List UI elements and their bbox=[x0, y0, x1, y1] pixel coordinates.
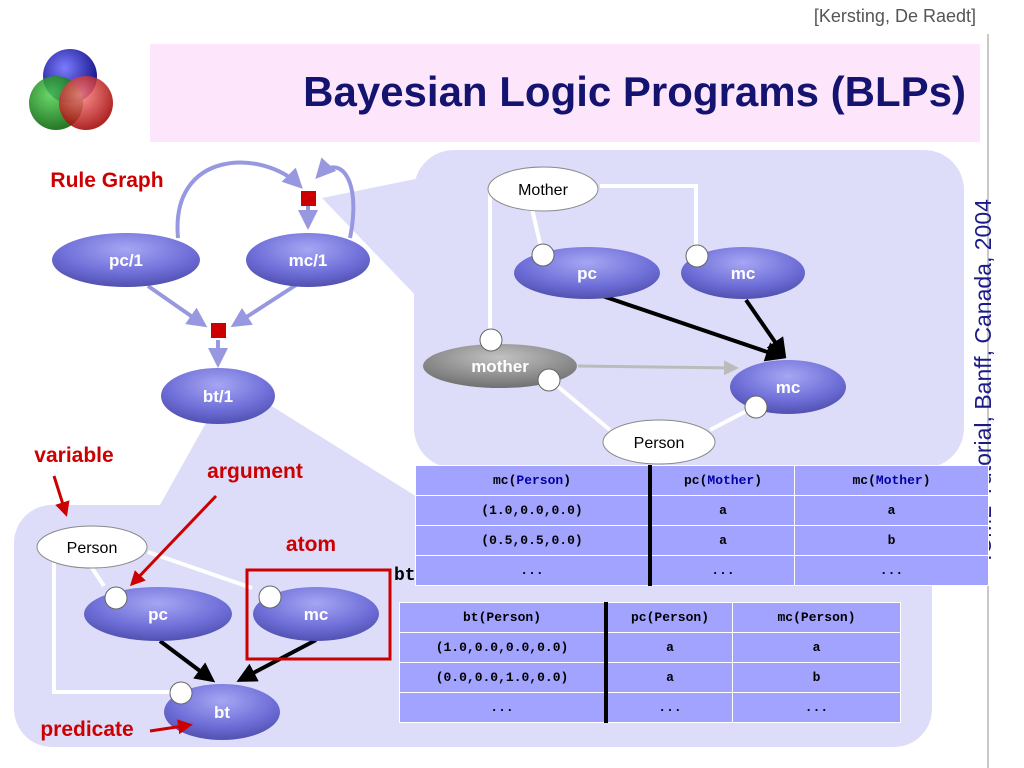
table-header: bt(Person) bbox=[399, 602, 608, 633]
divider-line bbox=[987, 34, 989, 768]
bt-rule-node-pc-label: pc bbox=[148, 605, 168, 624]
table-row: ... ... ... bbox=[415, 555, 989, 586]
logvar-mother-label: Mother bbox=[518, 182, 568, 199]
table-cell: ... bbox=[399, 692, 608, 723]
table-header: pc(Mother) bbox=[649, 465, 795, 496]
logvar-person-label: Person bbox=[634, 435, 685, 452]
table-cell: b bbox=[794, 525, 989, 556]
edge-mc-to-mc-factor bbox=[315, 157, 356, 239]
table-cell: a bbox=[605, 632, 733, 663]
slide-title: Bayesian Logic Programs (BLPs) bbox=[303, 68, 966, 115]
table-cell: (1.0,0.0,0.0) bbox=[415, 495, 652, 526]
annotation-argument: argument bbox=[207, 460, 303, 483]
table-cell: (0.5,0.5,0.0) bbox=[415, 525, 652, 556]
table-cell: a bbox=[794, 495, 989, 526]
table-header-row: mc(Person) pc(Mother) mc(Mother) bbox=[415, 465, 989, 496]
bt-rule-node-bt-label: bt bbox=[214, 703, 230, 722]
table-cell: ... bbox=[605, 692, 733, 723]
mc-rule-node-mc-label: mc bbox=[731, 264, 756, 283]
bt-rule-node-mc-label: mc bbox=[304, 605, 329, 624]
table-cell: ... bbox=[415, 555, 652, 586]
table-cell: a bbox=[649, 525, 795, 556]
table-header: mc(Mother) bbox=[794, 465, 989, 496]
table-row: (0.0,0.0,1.0,0.0) a b bbox=[399, 662, 901, 693]
table-header: mc(Person) bbox=[732, 602, 901, 633]
mc-rule-factor-node bbox=[301, 191, 316, 206]
mc-rule-node-mc-head-label: mc bbox=[776, 378, 801, 397]
table-row: (1.0,0.0,0.0,0.0) a a bbox=[399, 632, 901, 663]
mc-rule-node-pc-label: pc bbox=[577, 264, 597, 283]
table-cell: a bbox=[732, 632, 901, 663]
table-cell: ... bbox=[794, 555, 989, 586]
edge-mc-to-bt-factor bbox=[230, 283, 298, 328]
logvar-mother-node bbox=[487, 166, 599, 212]
bt-rule-node-bt bbox=[164, 684, 280, 740]
table-cell: a bbox=[605, 662, 733, 693]
table-cell: ... bbox=[649, 555, 795, 586]
mc-rule-node-mc bbox=[681, 247, 805, 299]
argument-ports bbox=[479, 243, 768, 419]
mc-cpd-table: mc(Person) pc(Mother) mc(Mother) (1.0,0.… bbox=[415, 465, 989, 586]
table-row: ... ... ... bbox=[399, 692, 901, 723]
predicate-arrow bbox=[149, 719, 193, 735]
rule-node-pc bbox=[52, 233, 200, 287]
table-cell: (1.0,0.0,0.0,0.0) bbox=[399, 632, 608, 663]
edge-pc-to-mc-factor bbox=[175, 160, 303, 239]
table-cell: ... bbox=[732, 692, 901, 723]
mc-rule-node-mother-label: mother bbox=[471, 357, 529, 376]
zoom-wedge-mc bbox=[322, 178, 420, 300]
table-row: (1.0,0.0,0.0) a a bbox=[415, 495, 989, 526]
three-spheres-logo-icon bbox=[29, 49, 113, 130]
rule-node-bt-label: bt/1 bbox=[203, 387, 233, 406]
bt-logvar-person-node bbox=[36, 525, 148, 569]
annotation-predicate: predicate bbox=[40, 718, 133, 741]
variable-arrow bbox=[52, 475, 70, 517]
rule-node-bt bbox=[161, 368, 275, 424]
table-header: pc(Person) bbox=[605, 602, 733, 633]
logvar-person-node bbox=[602, 419, 716, 465]
edge-pc-to-bt-factor bbox=[146, 284, 208, 328]
rule-node-mc-label: mc/1 bbox=[289, 251, 328, 270]
bt-logvar-person-label: Person bbox=[67, 540, 118, 557]
table-header-row: bt(Person) pc(Person) mc(Person) bbox=[399, 602, 901, 633]
author-credit: [Kersting, De Raedt] bbox=[813, 6, 976, 26]
rule-node-pc-label: pc/1 bbox=[109, 251, 143, 270]
annotation-variable: variable bbox=[34, 444, 113, 467]
table-cell: b bbox=[732, 662, 901, 693]
rule-graph-label: Rule Graph bbox=[50, 169, 163, 192]
rule-node-mc bbox=[246, 233, 370, 287]
title-band bbox=[150, 44, 980, 142]
annotation-atom: atom bbox=[286, 533, 336, 556]
atom-highlight-box bbox=[245, 568, 392, 661]
argument-arrow bbox=[129, 494, 218, 587]
bt-cpd-table: bt(Person) pc(Person) mc(Person) (1.0,0.… bbox=[399, 602, 901, 723]
table-row: (0.5,0.5,0.0) a b bbox=[415, 525, 989, 556]
bt-rule-node-mc bbox=[253, 587, 379, 641]
table-cell: (0.0,0.0,1.0,0.0) bbox=[399, 662, 608, 693]
bt-rule-factor-node bbox=[211, 323, 226, 338]
table-cell: a bbox=[649, 495, 795, 526]
table-header: mc(Person) bbox=[415, 465, 652, 496]
bt-argument-ports bbox=[104, 585, 282, 705]
hidden-clause-fragment: bt bbox=[394, 566, 416, 586]
